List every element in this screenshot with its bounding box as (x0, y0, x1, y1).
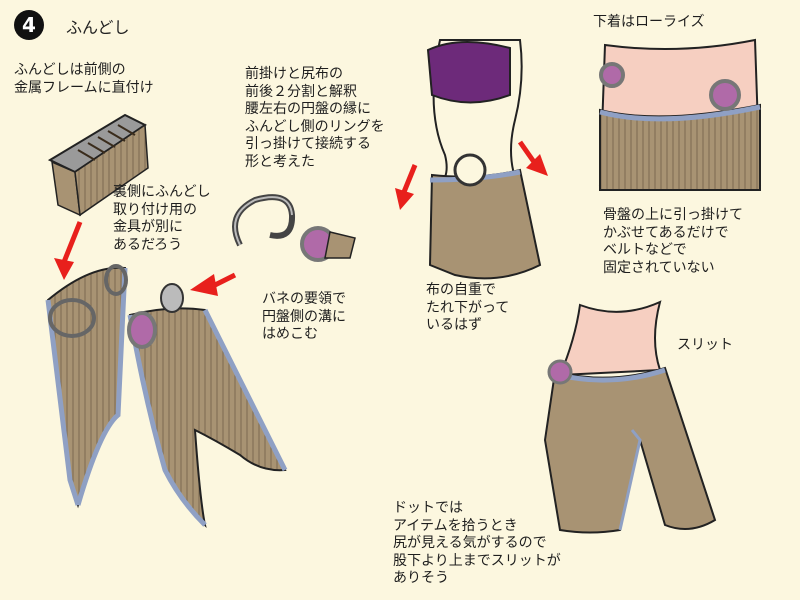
note-dot: ドットでは アイテムを拾うとき 尻が見える気がするので 股下より上までスリットが… (393, 500, 561, 586)
metal-frame-drawing (47, 113, 149, 217)
waist-figure-drawing (426, 39, 542, 280)
front-flap-drawing (45, 264, 128, 509)
section-title: ふんどし (66, 18, 130, 37)
rear-flap-drawing (127, 283, 288, 529)
note-lowrise: 下着はローライズ (593, 14, 705, 30)
note-pelvis: 骨盤の上に引っ掛けて かぶせてあるだけで ベルトなどで 固定されていない (603, 207, 743, 276)
note-fitting: 裏側にふんどし 取り付け用の 金具が別に あるだろう (113, 184, 211, 253)
spring-hook-drawing (232, 194, 356, 262)
lowrise-hips-drawing (598, 38, 762, 191)
note-split: 前掛けと尻布の 前後２分割と解釈 腰左右の円盤の縁に ふんどし側のリングを 引っ… (245, 66, 385, 170)
note-slit: スリット (677, 337, 733, 353)
note-weight: 布の自重で たれ下がって いるはず (426, 282, 510, 333)
note-spring: バネの要領で 円盤側の溝に はめこむ (262, 291, 346, 342)
red-arrows (54, 140, 548, 296)
slit-skirt-drawing (543, 300, 717, 534)
section-number-badge: 4 (14, 10, 44, 40)
note-metal-frame: ふんどしは前側の 金属フレームに直付け (14, 62, 154, 96)
